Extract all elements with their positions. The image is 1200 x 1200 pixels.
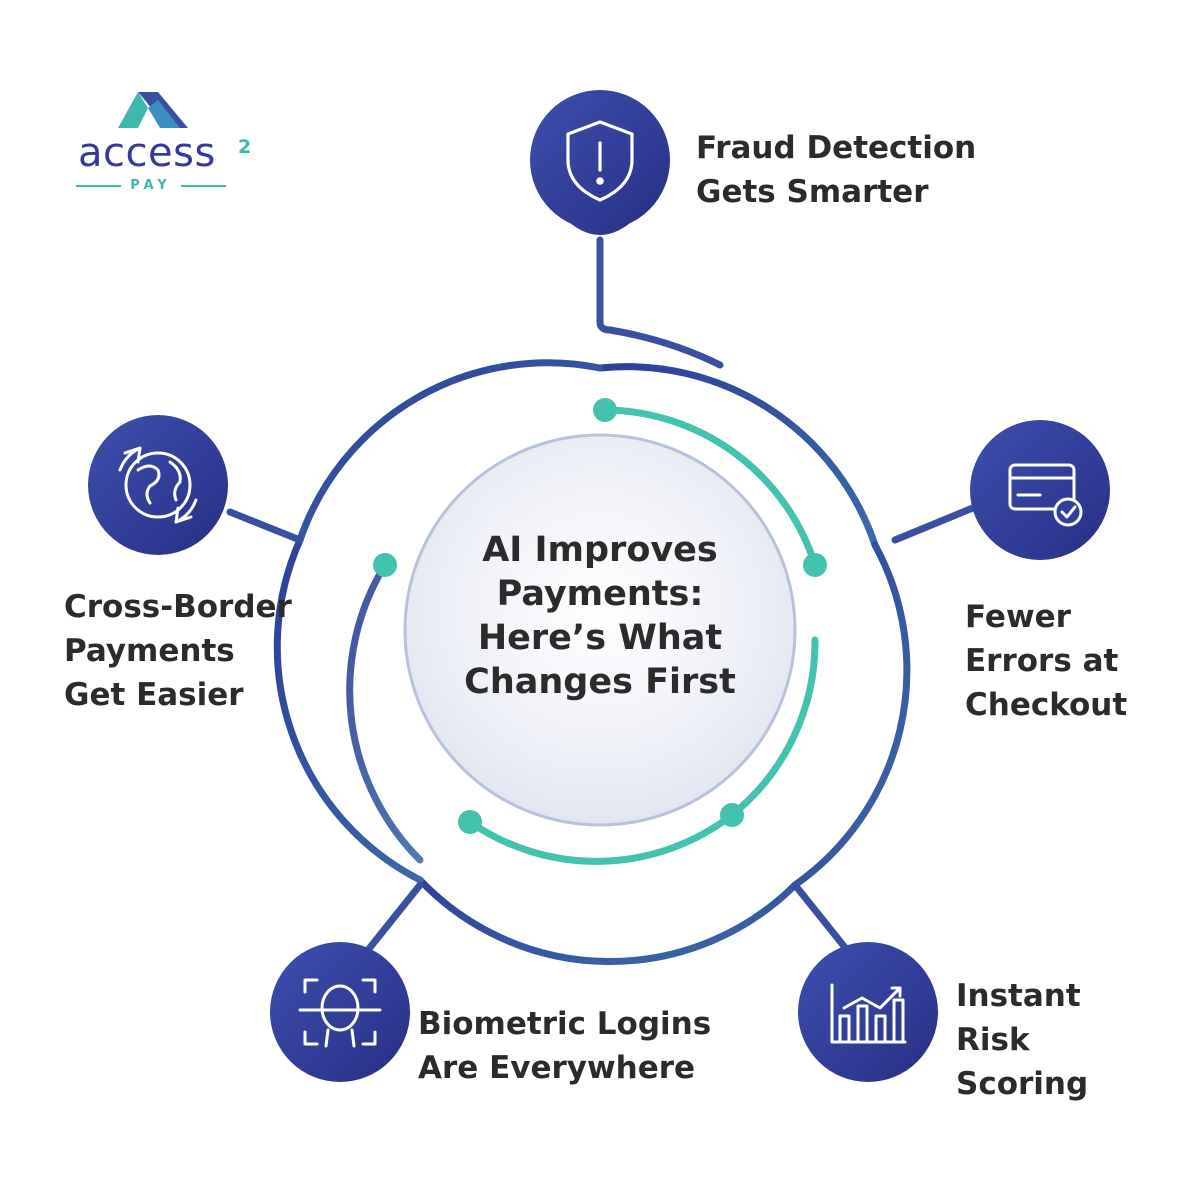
connector-fraud xyxy=(596,236,724,369)
label-cross-border: Cross-Border Payments Get Easier xyxy=(64,585,292,717)
label-line: Instant xyxy=(956,978,1081,1014)
connector-errors xyxy=(891,501,984,544)
label-line: Checkout xyxy=(965,687,1128,723)
credit-card-check-icon xyxy=(1008,463,1083,527)
inner-teal-arc xyxy=(346,561,424,864)
face-scan-icon xyxy=(298,978,382,1048)
inner-teal-arc xyxy=(728,636,819,819)
bar-chart-trend-icon xyxy=(830,983,907,1044)
brand-name: access xyxy=(78,130,216,176)
outer-ring-arc xyxy=(416,876,799,966)
tagline-rule-left xyxy=(76,184,122,187)
logo-mark xyxy=(118,92,188,128)
shield-alert-icon xyxy=(566,120,634,202)
node-errors xyxy=(970,420,1110,560)
center-title-line: Changes First xyxy=(464,662,736,702)
inner-teal-arc xyxy=(466,811,736,865)
label-line: Gets Smarter xyxy=(696,174,929,210)
teal-dot xyxy=(720,803,744,827)
brand-superscript: 2 xyxy=(238,136,252,158)
label-line: Errors at xyxy=(965,643,1119,679)
outer-ring-arc xyxy=(791,541,911,889)
teal-dot xyxy=(458,810,482,834)
label-line: Are Everywhere xyxy=(418,1050,696,1086)
label-line: Fewer xyxy=(965,599,1071,635)
teal-dot xyxy=(803,553,827,577)
teal-dot xyxy=(593,398,617,422)
outer-ring-arc xyxy=(596,363,879,549)
label-line: Risk xyxy=(956,1022,1030,1058)
inner-teal-arc xyxy=(601,406,819,569)
teal-dot xyxy=(373,553,397,577)
label-fraud-detection: Fraud Detection Gets Smarter xyxy=(696,126,976,214)
brand-tagline: PAY xyxy=(130,178,172,193)
brand-logo: access 2 PAY xyxy=(60,78,260,198)
tagline-rule-right xyxy=(180,184,227,187)
center-disc xyxy=(403,433,797,827)
center-title: AI Improves Payments: Here’s What Change… xyxy=(430,528,770,704)
node-crossborder xyxy=(88,415,228,555)
label-line: Scoring xyxy=(956,1066,1089,1102)
brand-tagline-row: PAY xyxy=(76,178,227,193)
outer-ring-arc xyxy=(273,536,424,884)
center-title-line: AI Improves xyxy=(482,530,718,570)
label-biometric-logins: Biometric Logins Are Everywhere xyxy=(418,1002,711,1090)
center-title-line: Payments: xyxy=(496,574,704,614)
label-line: Get Easier xyxy=(64,677,244,713)
outer-ring-arc xyxy=(296,359,604,544)
label-line: Biometric Logins xyxy=(418,1006,712,1042)
label-line: Cross-Border xyxy=(64,589,292,625)
label-fewer-errors: Fewer Errors at Checkout xyxy=(965,595,1127,727)
label-instant-risk: Instant Risk Scoring xyxy=(956,974,1088,1106)
connector-biometric xyxy=(356,881,424,964)
center-title-line: Here’s What xyxy=(477,618,723,658)
globe-exchange-icon xyxy=(118,446,198,524)
node-biometric xyxy=(270,942,410,1082)
label-line: Payments xyxy=(64,633,235,669)
connector-crossborder xyxy=(226,508,304,544)
label-line: Fraud Detection xyxy=(696,130,977,166)
